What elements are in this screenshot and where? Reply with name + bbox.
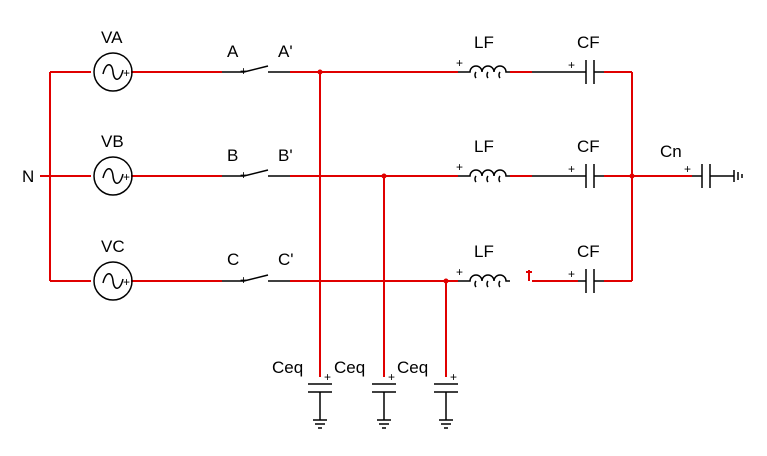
ac-source-icon [93,261,133,301]
polarity-plus: + [240,273,247,287]
capacitor-cn: + Cn [660,142,743,188]
polarity-plus: + [240,64,247,78]
capacitor-label: Ceq [397,358,428,377]
capacitor-ceq-3: + Ceq [397,358,458,429]
ac-source-icon [93,52,133,92]
source-label: VB [101,132,124,151]
capacitor-label: Ceq [334,358,365,377]
capacitor-label: Ceq [272,358,303,377]
capacitor-cf-a: + CF [532,33,604,84]
switch-c: + C C' [222,250,294,287]
switch-out-label: C' [278,250,294,269]
inductor-label: LF [474,242,494,261]
polarity-plus: + [123,275,130,289]
polarity-plus: + [568,162,575,176]
inductor-loops [474,71,501,79]
inductor-loops [474,175,501,183]
inductor-b: + LF [456,137,510,183]
ac-source-icon [93,156,133,196]
neutral-label: N [22,167,34,186]
capacitor-label: CF [577,242,600,261]
capacitor-label: Cn [660,142,682,161]
polarity-plus: + [568,267,575,281]
source-vb: + VB [93,132,133,196]
polarity-plus: + [456,265,463,279]
switch-icon [222,65,290,73]
inductor-icon [458,169,510,177]
capacitor-ceq-1: + Ceq [272,358,332,429]
source-va: + VA [93,28,133,92]
source-label: VA [101,28,123,47]
capacitor-icon [532,164,604,188]
ground-icon [313,419,327,429]
phase-c-marker [526,270,532,281]
capacitor-icon [308,383,332,420]
sine-icon [102,168,124,184]
ground-icon [439,419,453,429]
switch-in-label: C [227,250,239,269]
capacitor-icon [692,164,734,188]
junction-dot [317,69,323,75]
source-label: VC [101,237,125,256]
polarity-plus: + [240,168,247,182]
capacitor-cf-c: + CF [568,242,604,293]
polarity-plus: + [388,370,395,384]
capacitor-label: CF [577,137,600,156]
polarity-plus: + [456,56,463,70]
switch-icon [222,169,290,177]
sine-icon [102,64,124,80]
sine-icon [102,273,124,289]
junction-dot [443,278,449,284]
junction-dot [381,173,387,179]
polarity-plus: + [450,370,457,384]
inductor-a: + LF [456,33,510,79]
polarity-plus: + [123,170,130,184]
switch-in-label: A [227,42,239,61]
polarity-plus: + [568,58,575,72]
switch-out-label: B' [278,146,293,165]
capacitor-icon [434,383,458,420]
capacitor-icon [578,269,604,293]
switch-out-label: A' [278,42,293,61]
inductor-c: + LF [456,242,510,288]
polarity-plus: + [684,162,691,176]
switch-b: + B B' [222,146,293,182]
polarity-plus: + [456,160,463,174]
switch-in-label: B [227,146,238,165]
ground-icon [733,170,743,182]
inductor-icon [458,274,510,282]
source-vc: + VC [93,237,133,301]
junction-dots [317,69,635,284]
wires [40,71,692,377]
polarity-plus: + [123,66,130,80]
ground-icon [377,419,391,429]
capacitor-icon [372,383,396,420]
inductor-icon [458,65,510,73]
switch-icon [222,274,290,282]
capacitor-cf-b: + CF [532,137,604,188]
capacitor-label: CF [577,33,600,52]
capacitor-ceq-2: + Ceq [334,358,396,429]
switch-a: + A A' [222,42,293,78]
inductor-loops [474,280,501,288]
inductor-label: LF [474,137,494,156]
inductor-label: LF [474,33,494,52]
polarity-plus: + [324,370,331,384]
capacitor-icon [532,60,604,84]
junction-dot [629,173,635,179]
